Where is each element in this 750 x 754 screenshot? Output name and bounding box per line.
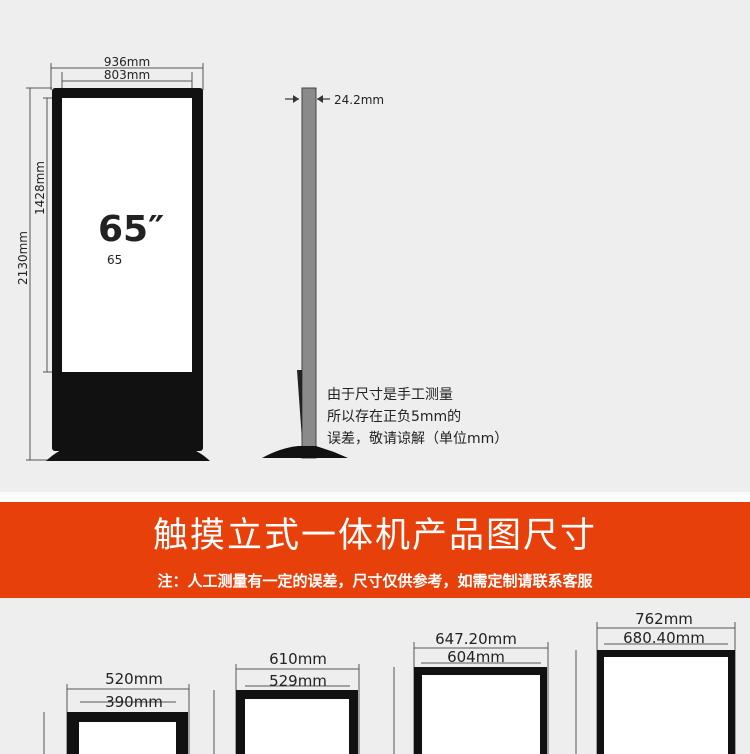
outer-width-label: 936mm <box>104 55 150 69</box>
kiosk-front-screen <box>62 98 192 372</box>
banner-note: 注：人工测量有一定的误差，尺寸仅供参考，如需定制请联系客服 <box>157 572 593 590</box>
model-1-outer-width: 520mm <box>105 670 163 688</box>
model-2-outer-width: 610mm <box>269 650 327 668</box>
thickness-arrowhead-left <box>293 95 299 103</box>
model-4-outer-width: 762mm <box>635 610 693 628</box>
model-size-diagrams: 520mm 390mm 610mm 529mm 647.20mm 604mm <box>43 610 736 754</box>
model-3-diagram: 647.20mm 604mm <box>393 630 549 754</box>
measurement-note: 由于尺寸是手工测量 所以存在正负5mm的 误差，敬请谅解（单位mm） <box>327 384 508 450</box>
note-line-1: 由于尺寸是手工测量 <box>327 387 453 403</box>
model-1-inner-width: 390mm <box>105 693 163 711</box>
banner-title: 触摸立式一体机产品图尺寸 <box>152 516 597 556</box>
model-3-inner-width: 604mm <box>447 648 505 666</box>
title-banner: 触摸立式一体机产品图尺寸 注：人工测量有一定的误差，尺寸仅供参考，如需定制请联系… <box>0 502 750 598</box>
kiosk-side-base <box>262 446 348 458</box>
model-4-diagram: 762mm 680.40mm <box>575 610 736 754</box>
thickness-label: 24.2mm <box>334 93 384 107</box>
screen-height-label: 1428mm <box>33 161 47 215</box>
screen-size-sublabel: 65 <box>107 253 122 267</box>
total-height-label: 2130mm <box>16 231 30 285</box>
model-4-inner-width: 680.40mm <box>623 629 705 647</box>
kiosk-side-brace <box>297 370 302 440</box>
dimension-panel-top: 936mm 803mm 2130mm 1428mm 65″ 65 24.2mm … <box>0 0 750 495</box>
model-3-outer-width: 647.20mm <box>435 630 517 648</box>
kiosk-side-body <box>301 87 317 459</box>
model-2-diagram: 610mm 529mm <box>213 650 360 754</box>
model-2-inner-width: 529mm <box>269 672 327 690</box>
thickness-arrowhead-right <box>317 95 323 103</box>
note-line-3: 误差，敬请谅解（单位mm） <box>327 431 509 447</box>
kiosk-front-base <box>46 448 210 461</box>
model-sizes-panel: 520mm 390mm 610mm 529mm 647.20mm 604mm <box>0 598 750 754</box>
screen-size-label: 65″ <box>98 209 164 250</box>
front-and-side-diagram: 936mm 803mm 2130mm 1428mm 65″ 65 24.2mm <box>16 55 384 461</box>
model-1-diagram: 520mm 390mm <box>43 670 190 754</box>
note-line-2: 所以存在正负5mm的 <box>327 409 462 425</box>
screen-width-label: 803mm <box>104 68 150 82</box>
